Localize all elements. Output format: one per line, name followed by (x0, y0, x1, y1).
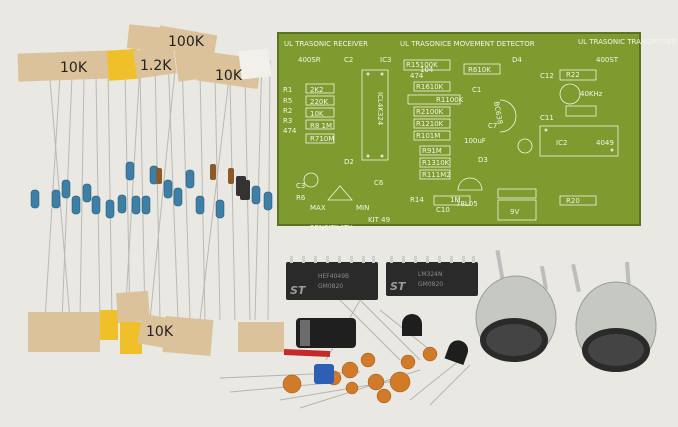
pcb-label-r2: R2100K (416, 108, 444, 116)
pcb-surface (277, 32, 641, 226)
pcb-label-r14: R14 (410, 196, 424, 204)
pcb-label-474: 474 (410, 72, 424, 80)
pcb-label-r8: R8 1M (310, 122, 332, 130)
ic2-logo: ST (390, 280, 407, 293)
pcb-transmitter-title: UL TRASONIC TRANSMITTER (578, 38, 677, 46)
pcb-label-c2: C2 (344, 56, 353, 64)
pcb-board: UL TRASONICE MOVEMENT DETECTOR UL TRASON… (277, 32, 677, 232)
pcb-left-label-r5: R5 (283, 97, 292, 105)
trimmer-potentiometer (314, 364, 334, 384)
pcb-label-d2: D2 (344, 158, 354, 166)
red-wire (283, 349, 331, 357)
pcb-left-label-r2: R2 (283, 107, 292, 115)
pcb-max-label: MAX (310, 204, 326, 212)
ic2-line2: GM0820 (418, 281, 443, 288)
pcb-label-r13: R1310K (422, 159, 450, 167)
transistor-1 (402, 314, 422, 336)
pcb-label-r20: R20 (566, 197, 580, 205)
pcb-ic2-label: IC2 (556, 139, 567, 147)
tape-label-1-2k: 1.2K (140, 58, 172, 74)
pcb-label-r11: R111M2 (422, 171, 451, 179)
pcb-label-104: 104 (420, 66, 434, 74)
pcb-label-r6: R610K (468, 66, 491, 74)
pcb-ic1-label: ICL4K324 (376, 92, 384, 126)
pcb-label-r12: R1210K (416, 120, 444, 128)
tape-label-bottom: 10K (146, 324, 174, 340)
pcb-left-label-r3: R3 (283, 117, 292, 125)
pcb-label-d4: D4 (512, 56, 522, 64)
tape-label-100k: 100K (168, 34, 205, 50)
electrolytic-capacitor (296, 318, 356, 348)
pcb-left-label-474: 474 (283, 127, 297, 135)
pcb-sensitivity-label: SENSITIVITY (310, 224, 353, 232)
pcb-label-ic3: IC3 (380, 56, 391, 64)
tape-label-10k: 10K (60, 60, 88, 76)
ic2-line1: LM324N (418, 271, 442, 278)
pcb-transmitter-model: 400ST (596, 56, 619, 64)
small-parts-pile (219, 299, 471, 409)
pcb-battery-label: 9V (510, 208, 519, 216)
ic1-line1: HEF4049B (318, 273, 349, 280)
transistor-2 (444, 340, 469, 366)
ic1-logo: ST (290, 284, 307, 297)
pcb-label-1m: 1M (450, 196, 461, 204)
pcb-label-r15: R15100K (406, 61, 438, 69)
pcb-receiver-model: 400SR (298, 56, 321, 64)
pcb-receiver-title: UL TRASONIC RECEIVER (284, 40, 368, 48)
pcb-label-bc638: BC638 (492, 101, 504, 125)
pcb-regulator-label: 78L05 (456, 200, 478, 208)
pcb-freq-label: 40KHz (580, 90, 603, 98)
pcb-label-220k: 220K (310, 98, 328, 106)
pcb-label-r10: R101M (416, 132, 440, 140)
pcb-label-r7: R710M (310, 135, 334, 143)
ultrasonic-sensor-2 (571, 261, 657, 372)
pcb-min-label: MIN (356, 204, 369, 212)
pcb-label-2k2: 2K2 (310, 86, 324, 94)
resistor-bundle: 10K 1.2K 100K 10K 10K (17, 24, 284, 357)
top-tape-group: 10K 1.2K 100K 10K (17, 24, 272, 90)
pcb-label-c12: C12 (540, 72, 554, 80)
pcb-label-100uf: 100uF (464, 137, 486, 145)
pcb-ic2-part: 4049 (596, 139, 614, 147)
tape-label-10k-right: 10K (215, 68, 243, 84)
pcb-kit-label: KIT 49 (368, 216, 390, 224)
ic-chip-2: ST LM324N GM0820 (386, 256, 478, 296)
pcb-label-10k: 10K (310, 110, 324, 118)
pcb-label-r16: R1610K (416, 83, 444, 91)
ic1-line2: GM0820 (318, 283, 343, 290)
pcb-label-c11: C11 (540, 114, 554, 122)
bottom-tape-group: 10K (28, 290, 284, 357)
pcb-label-r6b: R6 (296, 194, 306, 202)
pcb-label-c10: C10 (436, 206, 450, 214)
pcb-left-label-r1: R1 (283, 86, 292, 94)
pcb-label-c3: C3 (296, 182, 305, 190)
pcb-label-c7: C7 (488, 122, 497, 130)
pcb-label-c1: C1 (472, 86, 481, 94)
ic-chip-1: ST HEF4049B GM0820 (286, 256, 378, 300)
pcb-label-r22: R22 (566, 71, 580, 79)
pcb-label-r1: R1100K (436, 96, 464, 104)
pcb-label-d3: D3 (478, 156, 488, 164)
pcb-label-r9: R91M (422, 147, 442, 155)
ultrasonic-sensor-1 (475, 249, 557, 362)
pcb-label-c6: C6 (374, 179, 384, 187)
pcb-title: UL TRASONICE MOVEMENT DETECTOR (400, 40, 535, 48)
